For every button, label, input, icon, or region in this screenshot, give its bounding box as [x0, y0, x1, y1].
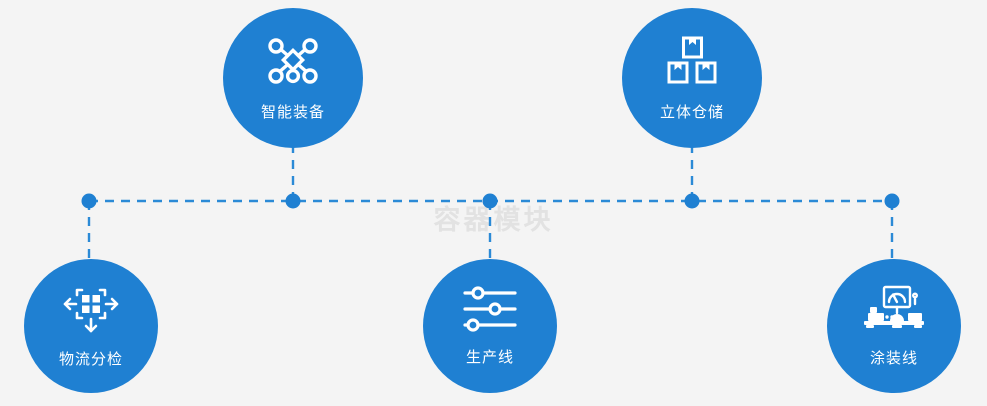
node-coating-line[interactable]: 涂装线	[827, 259, 961, 393]
node-label: 智能装备	[260, 102, 325, 121]
logistics-sorting-icon	[62, 284, 120, 334]
network-nodes-icon	[265, 35, 321, 87]
node-logistics-sorting[interactable]: 物流分检	[24, 259, 158, 393]
bus-node-dot	[684, 193, 700, 209]
node-label: 生产线	[465, 347, 514, 366]
stacked-boxes-icon	[665, 35, 719, 87]
node-label: 涂装线	[869, 348, 918, 367]
bus-node-dot	[884, 193, 900, 209]
watermark-text: 容器模块	[433, 205, 554, 236]
bus-node-dot	[482, 193, 498, 209]
node-production-line[interactable]: 生产线	[423, 259, 557, 393]
bus-node-dot	[285, 193, 301, 209]
factory-machine-icon	[862, 285, 926, 333]
node-label: 立体仓储	[659, 102, 724, 121]
node-stereoscopic-warehouse[interactable]: 立体仓储	[622, 8, 762, 148]
node-intelligent-equipment[interactable]: 智能装备	[223, 8, 363, 148]
bus-node-dot	[81, 193, 97, 209]
sliders-icon	[462, 285, 518, 332]
node-label: 物流分检	[58, 349, 123, 368]
